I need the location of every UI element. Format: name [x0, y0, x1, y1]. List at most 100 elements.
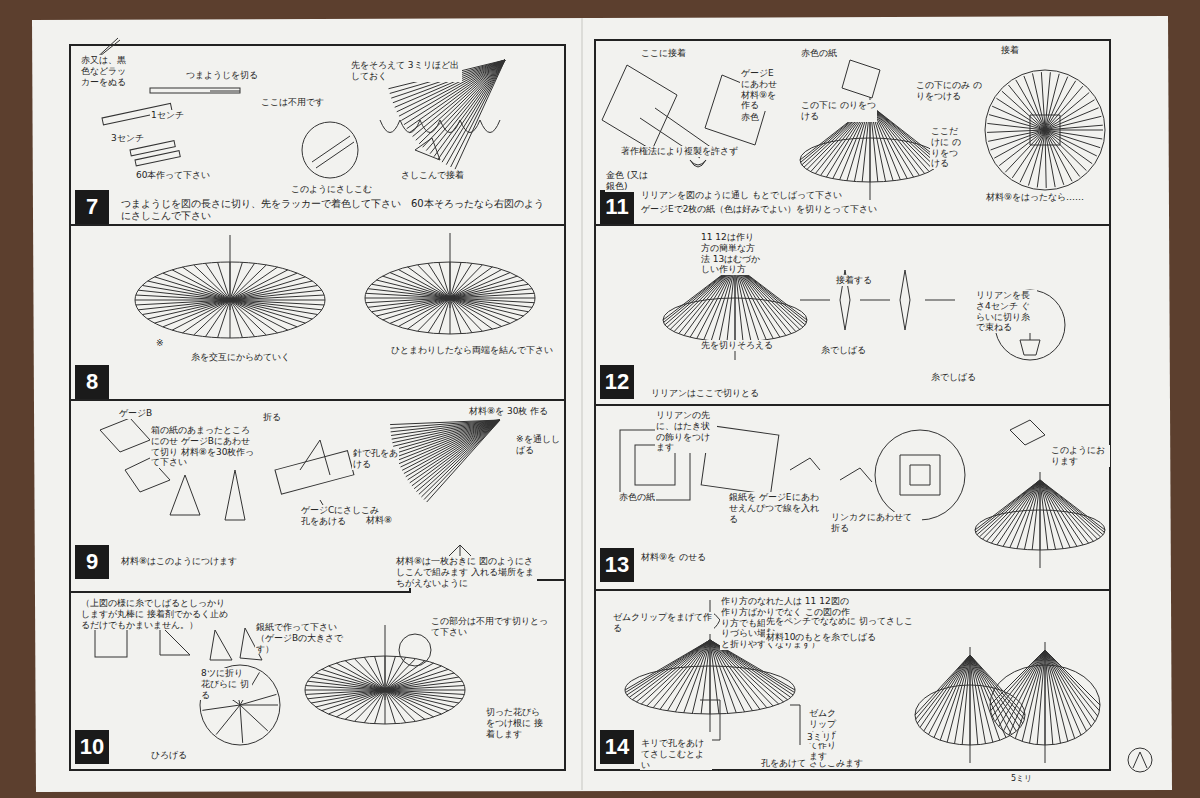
step-number-box: 14 — [600, 730, 634, 764]
spoke-line — [920, 655, 970, 727]
spoke-line — [735, 265, 751, 341]
spoke-line — [308, 690, 385, 699]
spoke-line — [450, 298, 493, 329]
spoke-line — [385, 686, 464, 690]
paper-sheet — [32, 16, 1172, 792]
spoke-line — [408, 267, 451, 298]
spoke-line — [230, 263, 255, 300]
spoke-line — [915, 655, 970, 715]
note-label: ここだけに のりをつける — [930, 126, 967, 169]
spoke-line — [136, 300, 230, 305]
spoke-line — [439, 262, 450, 298]
note-label: 3ミリ — [806, 732, 832, 743]
spoke-line — [230, 300, 322, 310]
note-label: 糸でしばる — [820, 345, 867, 356]
note-label: ここに接着 — [640, 48, 687, 59]
spoke-line — [427, 420, 500, 502]
note-label: 赤又は、黒色などラッカーをぬる — [80, 55, 130, 87]
step-number-box: 11 — [600, 190, 634, 224]
step-number-box: 10 — [75, 730, 109, 764]
spoke-line — [1045, 130, 1064, 185]
spoke-line — [306, 690, 385, 694]
note-label: 材料⑧はこのようにつけます — [120, 556, 238, 567]
step-number-box: 8 — [75, 365, 109, 399]
spoke-line — [240, 705, 268, 731]
spoke-line — [934, 655, 970, 738]
spoke-line — [240, 705, 243, 743]
note-label: 8ツに折り花びらに 切る — [200, 668, 252, 700]
note-label: つまようじを切る — [185, 70, 259, 81]
spoke-line — [390, 420, 500, 428]
note-label: この下に のりをつける — [800, 100, 877, 122]
spoke-line — [205, 300, 230, 337]
spoke-line — [391, 420, 500, 432]
note-label: 銀紙で作って下さい （ゲージBの大きさです） — [255, 622, 347, 654]
spoke-line — [679, 265, 735, 334]
note-label: 銀紙を ゲージEにあわせえんぴつで線を入れる — [728, 492, 825, 524]
note-label: 材料⑧は一枚おきに 図のようにさしこんで組みます 入れる場所をまちがえないように — [395, 556, 537, 588]
spoke-line — [940, 655, 970, 740]
spoke-line — [970, 655, 1000, 740]
spoke-line — [994, 130, 1045, 158]
note-label: ゲージB — [118, 408, 153, 419]
spoke-line — [450, 298, 532, 307]
spoke-line — [1003, 650, 1045, 731]
spoke-line — [230, 281, 312, 300]
spoke-line — [1040, 480, 1056, 549]
spoke-line — [216, 705, 240, 735]
note-label: 先を切りそろえる — [700, 340, 774, 351]
spoke-line — [385, 690, 395, 724]
spoke-line — [641, 640, 710, 704]
spoke-line — [395, 420, 500, 453]
spoke-line — [735, 265, 743, 342]
spoke-line — [1015, 650, 1045, 739]
note-label: 材料⑨をはったなら…… — [985, 192, 1085, 203]
note-label: 切った花びらをつけ根に 接着します — [485, 707, 547, 739]
spoke-line — [1009, 650, 1045, 735]
spoke-line — [991, 650, 1045, 711]
spoke-line — [402, 420, 500, 470]
note-label: ※を通ししばる — [515, 434, 562, 456]
spoke-line — [636, 640, 710, 702]
spoke-line — [982, 480, 1040, 539]
spoke-line — [385, 681, 462, 690]
spoke-line — [450, 293, 534, 298]
spoke-line — [970, 655, 1023, 723]
spoke-line — [1045, 130, 1092, 164]
spoke-line — [995, 650, 1045, 722]
spoke-line — [1041, 72, 1045, 130]
spoke-line — [970, 655, 978, 745]
spoke-line — [368, 289, 450, 298]
step-number-box: 9 — [75, 545, 109, 579]
spoke-line — [230, 290, 322, 300]
spoke-line — [1045, 125, 1103, 130]
spoke-line — [138, 300, 230, 310]
spoke-line — [230, 295, 324, 300]
spoke-line — [1002, 91, 1045, 130]
spoke-line — [990, 650, 1045, 705]
note-label: このようにさしこむ — [290, 184, 373, 195]
step-number: 8 — [86, 369, 98, 395]
spoke-line — [450, 280, 524, 298]
spoke-line — [710, 632, 711, 732]
note-label: 接着 — [1000, 45, 1020, 56]
spoke-line — [450, 263, 472, 298]
step-number-box: 12 — [600, 365, 634, 399]
spoke-line — [1040, 480, 1048, 550]
spoke-line — [1003, 480, 1040, 546]
spoke-line — [710, 640, 745, 712]
spoke-line — [385, 690, 406, 723]
spoke-line — [385, 625, 386, 700]
note-label: 糸でしばる — [930, 372, 977, 383]
spoke-line — [1045, 86, 1083, 130]
note-label: 針で孔をあける — [352, 448, 399, 470]
line-art — [92, 38, 1152, 772]
note-label: つまようじを図の長さに切り、先をラッカーで着色して下さい 60本そろったなら右図… — [120, 198, 552, 222]
note-label: リリアンはここで切りとる — [650, 388, 760, 399]
note-label: ゲージEにあわせ 材料⑨を 作る — [740, 68, 782, 111]
note-label: ※ — [155, 338, 165, 349]
spoke-line — [1012, 130, 1045, 178]
step-number-box: 13 — [600, 548, 634, 582]
spoke-line — [1045, 650, 1075, 739]
